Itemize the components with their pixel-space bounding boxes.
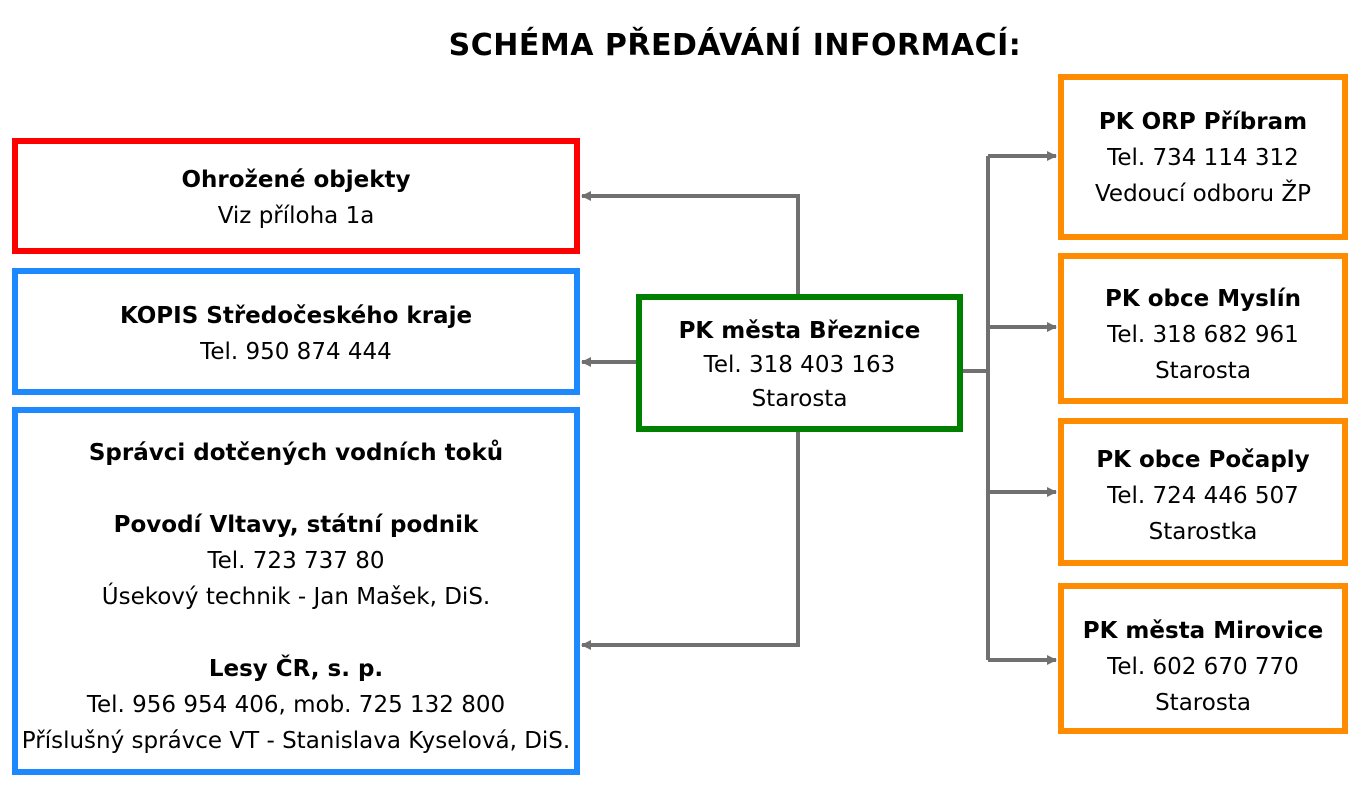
- threatened-objects-note: Viz příloha 1a: [217, 203, 375, 229]
- mirovice-box: PK města Mirovice Tel. 602 670 770 Staro…: [1058, 583, 1348, 734]
- threatened-objects-box: Ohrožené objekty Viz příloha 1a: [12, 138, 580, 254]
- water-managers-heading: Správci dotčených vodních toků: [88, 440, 504, 466]
- mirovice-title: PK města Mirovice: [1082, 618, 1324, 644]
- pribram-title: PK ORP Příbram: [1098, 109, 1308, 135]
- breznice-box: PK města Březnice Tel. 318 403 163 Staro…: [636, 294, 963, 432]
- mirovice-role: Starosta: [1155, 690, 1251, 716]
- threatened-objects-title: Ohrožené objekty: [181, 167, 411, 193]
- breznice-role: Starosta: [751, 386, 848, 412]
- kopis-box: KOPIS Středočeského kraje Tel. 950 874 4…: [12, 268, 580, 395]
- kopis-phone: Tel. 950 874 444: [200, 339, 392, 365]
- povodi-phone: Tel. 723 737 80: [207, 548, 385, 574]
- lesy-name: Lesy ČR, s. p.: [208, 656, 384, 682]
- povodi-name: Povodí Vltavy, státní podnik: [113, 512, 479, 538]
- pribram-phone: Tel. 734 114 312: [1107, 145, 1299, 171]
- mirovice-phone: Tel. 602 670 770: [1107, 654, 1299, 680]
- lesy-person: Příslušný správce VT - Stanislava Kyselo…: [21, 728, 571, 754]
- breznice-phone: Tel. 318 403 163: [703, 352, 896, 378]
- pocaply-title: PK obce Počaply: [1096, 447, 1310, 473]
- pocaply-box: PK obce Počaply Tel. 724 446 507 Starost…: [1058, 418, 1348, 566]
- myslin-box: PK obce Myslín Tel. 318 682 961 Starosta: [1058, 253, 1348, 404]
- diagram-title: SCHÉMA PŘEDÁVÁNÍ INFORMACÍ:: [448, 28, 1022, 63]
- arrow-to-water-managers: [581, 432, 800, 650]
- water-managers-box: Správci dotčených vodních toků Povodí Vl…: [12, 407, 580, 775]
- breznice-title: PK města Březnice: [678, 318, 921, 344]
- arrow-to-threatened: [581, 191, 800, 295]
- myslin-title: PK obce Myslín: [1105, 286, 1301, 312]
- povodi-person: Úsekový technik - Jan Mašek, DiS.: [101, 584, 491, 610]
- kopis-title: KOPIS Středočeského kraje: [119, 303, 473, 329]
- myslin-role: Starosta: [1155, 358, 1251, 384]
- pocaply-role: Starostka: [1148, 519, 1258, 545]
- pocaply-phone: Tel. 724 446 507: [1107, 483, 1299, 509]
- lesy-phone: Tel. 956 954 406, mob. 725 132 800: [86, 692, 506, 718]
- pribram-box: PK ORP Příbram Tel. 734 114 312 Vedoucí …: [1058, 74, 1348, 240]
- pribram-role: Vedoucí odboru ŽP: [1094, 181, 1311, 207]
- myslin-phone: Tel. 318 682 961: [1107, 322, 1299, 348]
